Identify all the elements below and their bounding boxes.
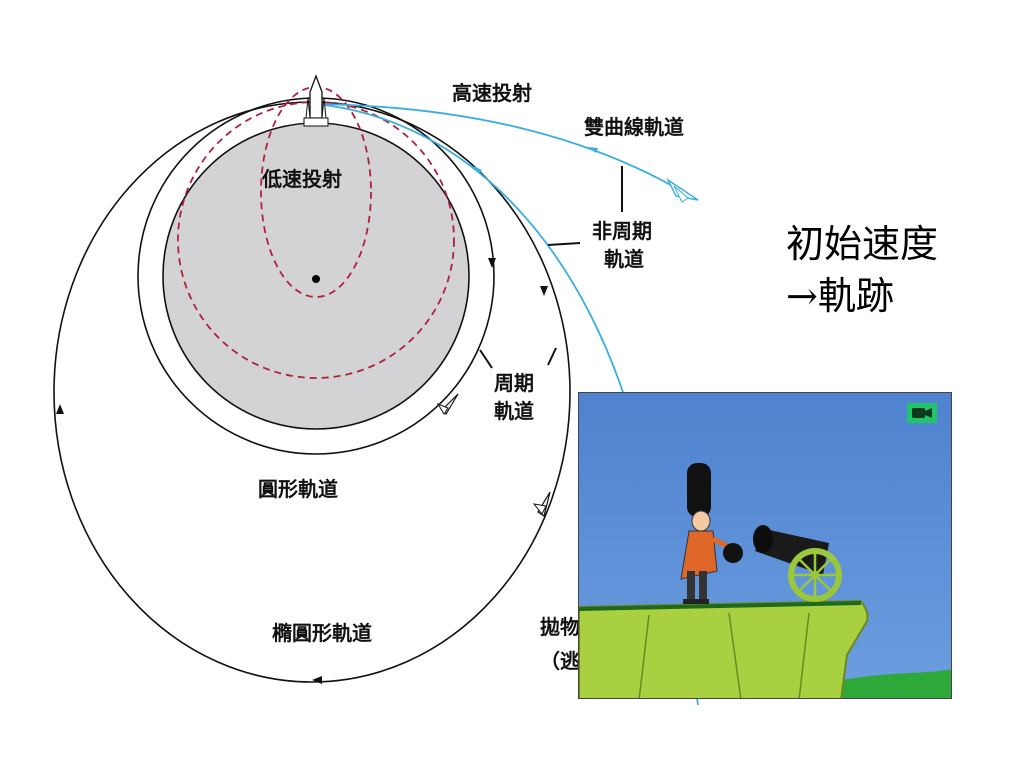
leader-non-periodic: [547, 242, 581, 246]
video-camera-icon: [912, 408, 932, 418]
label-periodic-line1: 周期: [494, 371, 534, 395]
label-non-periodic-line2: 軌道: [604, 247, 644, 271]
shuttle-icon-hyperbolic: [666, 177, 699, 203]
label-high-speed-launch: 高速投射: [452, 81, 532, 105]
arrow-elliptical-left: [56, 404, 64, 414]
video-frame: [579, 393, 951, 698]
label-elliptical-orbit: 橢圓形軌道: [272, 621, 372, 645]
leader-periodic-1: [479, 349, 493, 369]
label-circular-orbit: 圓形軌道: [258, 477, 338, 501]
earth-center-dot: [312, 275, 320, 283]
cannon-animation-video[interactable]: [578, 392, 952, 699]
heading-line-2: →軌跡: [786, 274, 894, 318]
soldier-figure: [680, 463, 731, 604]
label-parabolic-line2: （逃: [540, 649, 581, 673]
arrow-hyperbolic: [588, 147, 598, 153]
leader-periodic-2: [547, 347, 557, 366]
label-hyperbolic-orbit: 雙曲線軌道: [584, 115, 684, 139]
shuttle-icon-elliptical: [532, 491, 551, 517]
label-non-periodic-line1: 非周期: [592, 219, 652, 243]
video-camera-badge[interactable]: [907, 403, 937, 423]
label-low-speed-launch: 低速投射: [261, 167, 342, 191]
slide-heading: 初始速度 →軌跡: [786, 218, 938, 322]
arrow-parabolic: [473, 166, 482, 174]
heading-line-1: 初始速度: [786, 222, 939, 266]
label-periodic-line2: 軌道: [494, 399, 534, 423]
shuttle-icon-periodic: [436, 393, 459, 415]
arrow-circular: [488, 258, 496, 268]
rocket-icon: [303, 74, 329, 127]
cannonball: [723, 543, 743, 563]
hyperbolic-trajectory: [315, 103, 691, 197]
cliff: [579, 599, 869, 698]
arrow-elliptical-bottom: [312, 676, 322, 684]
arrow-elliptical-right: [540, 286, 548, 296]
cannon-icon: [753, 525, 842, 602]
label-parabolic-line1: 拋物: [540, 615, 580, 639]
parabolic-trajectory: [315, 103, 641, 451]
